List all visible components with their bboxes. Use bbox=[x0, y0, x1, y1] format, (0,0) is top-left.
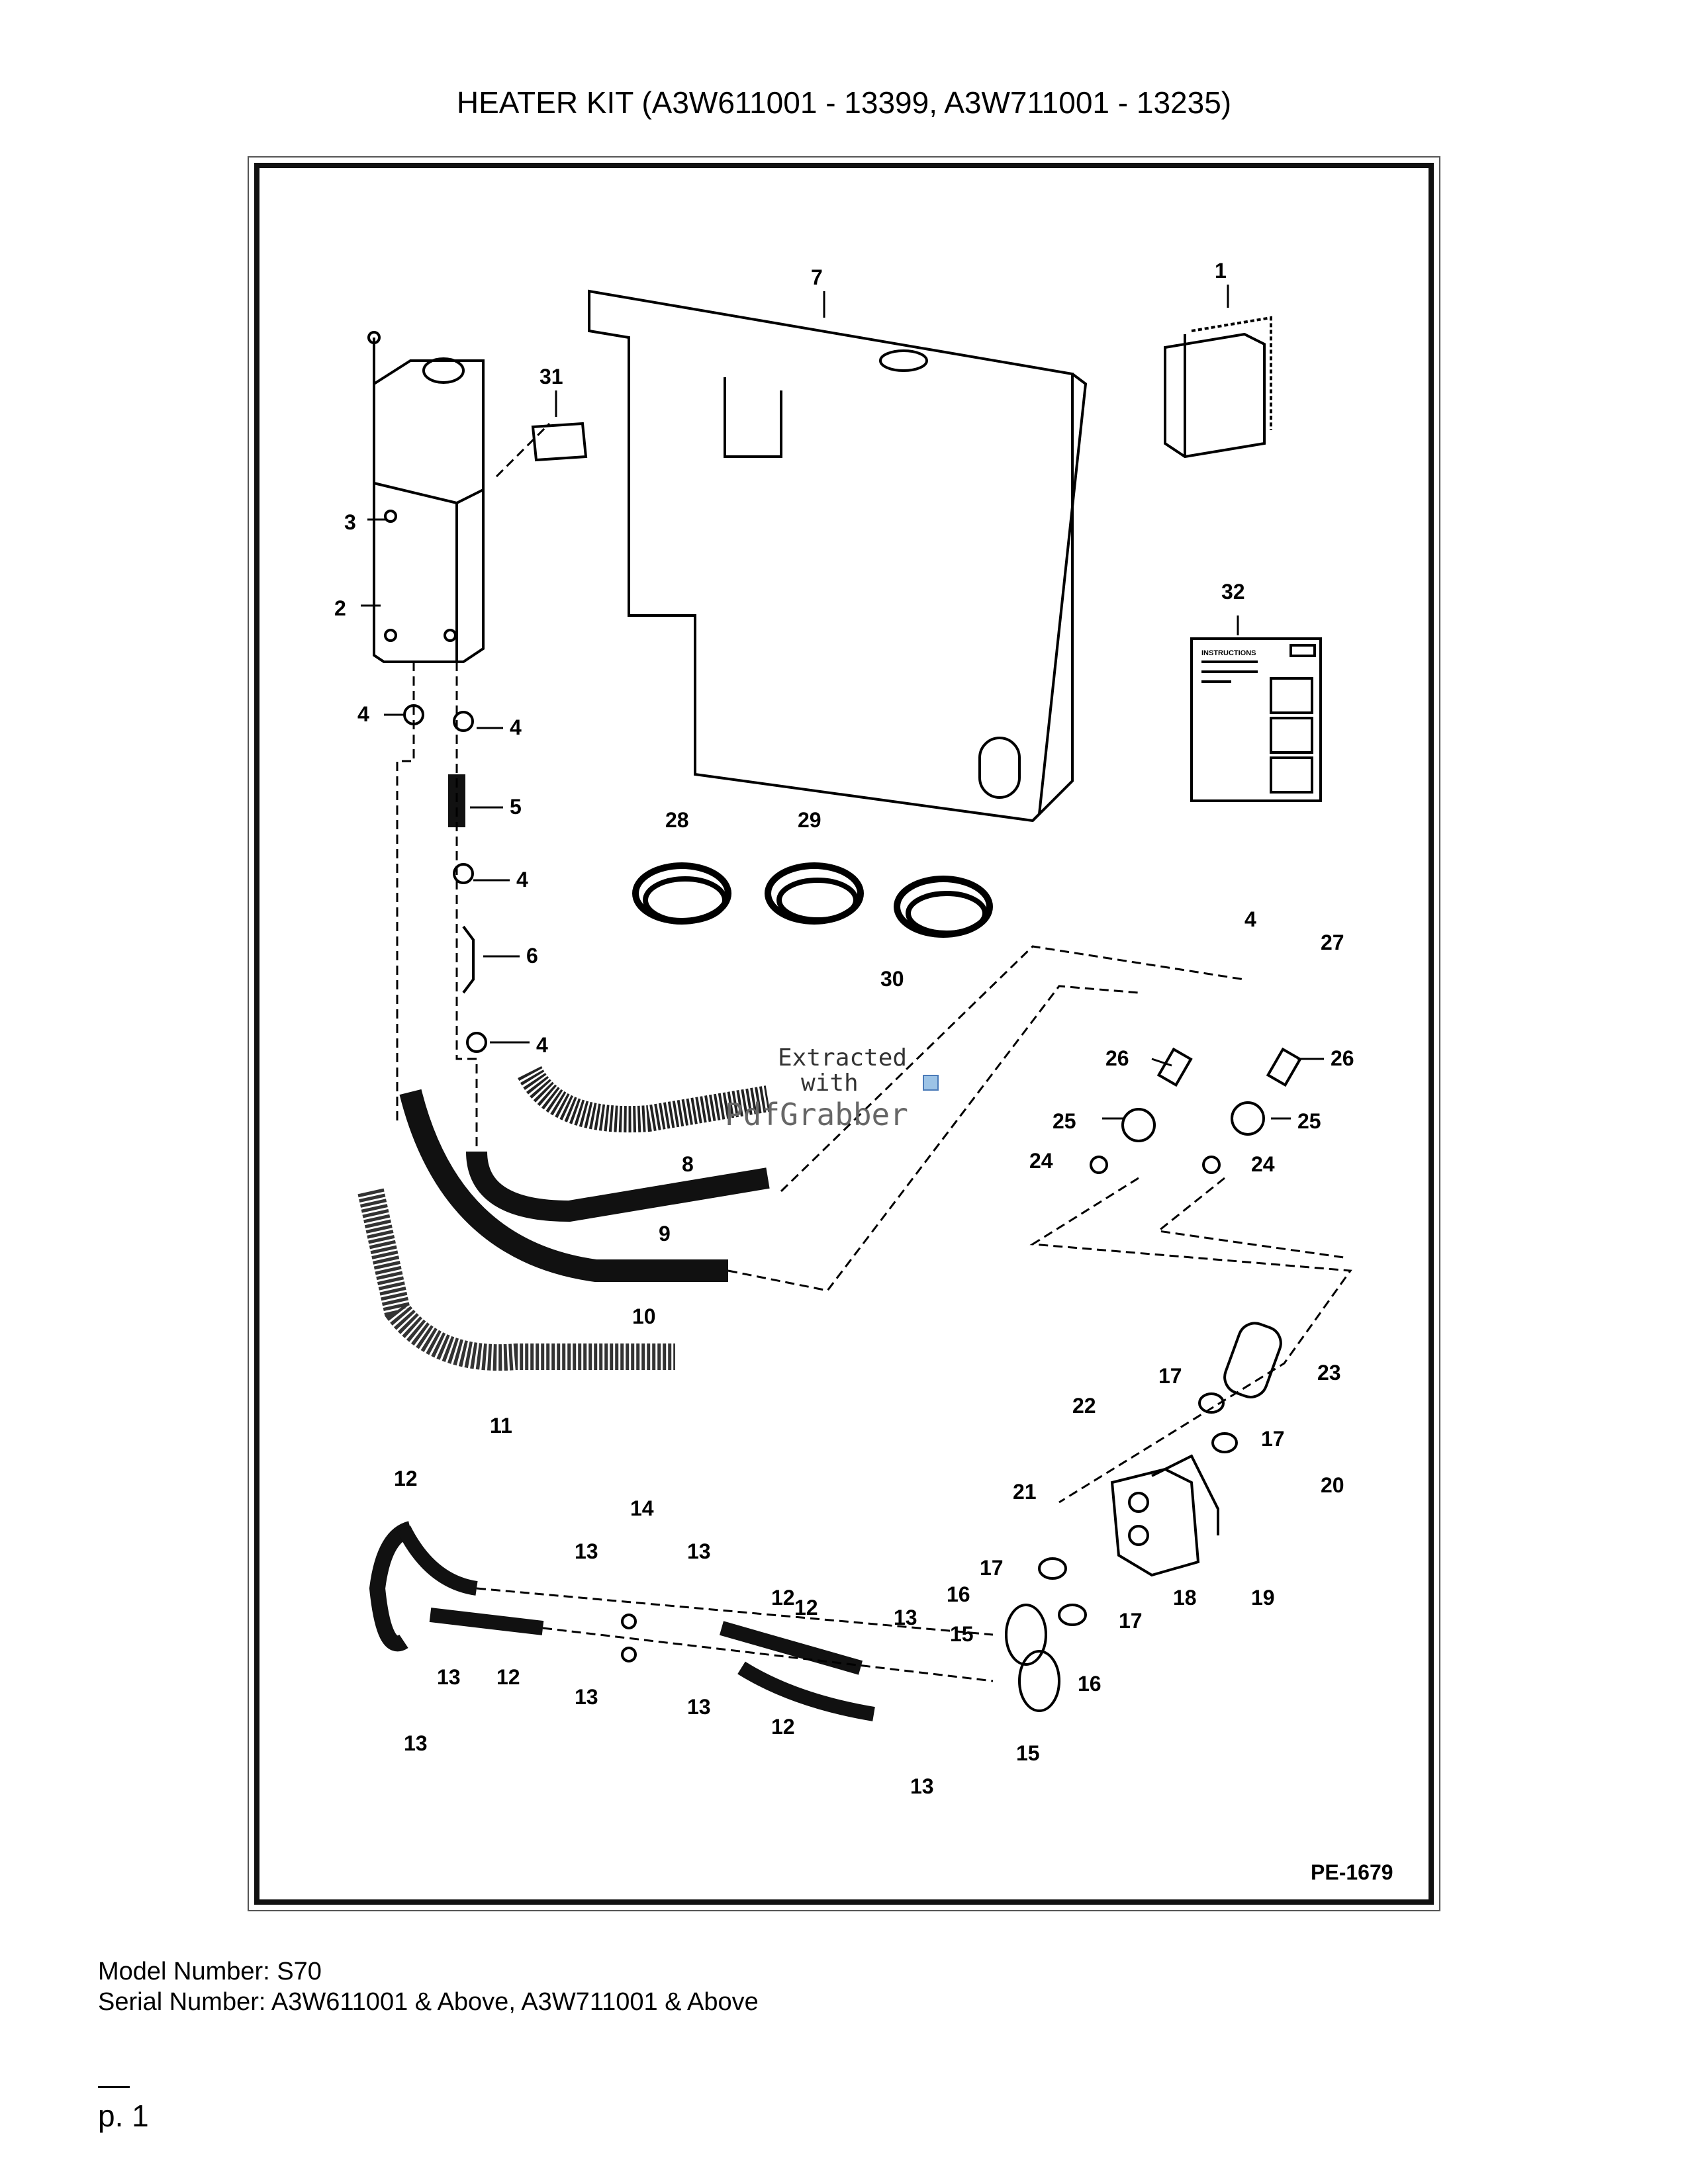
callout-label: 12 bbox=[771, 1586, 795, 1610]
callout-label: 26 bbox=[1105, 1046, 1129, 1070]
callout-label: 12 bbox=[394, 1467, 418, 1490]
callout-label: 25 bbox=[1297, 1109, 1321, 1133]
callout-label: 19 bbox=[1251, 1586, 1275, 1610]
callout-label: 14 bbox=[630, 1496, 654, 1520]
callout-label: 15 bbox=[950, 1622, 974, 1646]
callout-label: 12 bbox=[496, 1665, 520, 1689]
callout-label: 4 bbox=[536, 1033, 548, 1057]
callout-label: 27 bbox=[1321, 931, 1344, 954]
page-number: p. 1 bbox=[98, 2099, 149, 2133]
callout-label: 3 bbox=[344, 510, 356, 534]
diagram-frame bbox=[254, 163, 1434, 1905]
instruction-sheet-header: INSTRUCTIONS bbox=[1201, 649, 1256, 657]
callout-label: 13 bbox=[910, 1774, 934, 1798]
callout-label: 18 bbox=[1173, 1586, 1197, 1610]
callout-label: 1 bbox=[1215, 259, 1227, 283]
callout-label: 2 bbox=[334, 596, 346, 620]
callout-label: 4 bbox=[1244, 907, 1256, 931]
callout-label: 31 bbox=[539, 365, 563, 388]
callout-label: 20 bbox=[1321, 1473, 1344, 1497]
callout-label: 16 bbox=[947, 1582, 970, 1606]
callout-label: 12 bbox=[771, 1715, 795, 1739]
callout-label: 13 bbox=[687, 1695, 711, 1719]
callout-label: 4 bbox=[357, 702, 369, 726]
callout-label: 10 bbox=[632, 1304, 656, 1328]
callout-label: 17 bbox=[1158, 1364, 1182, 1388]
watermark-line1: Extracted bbox=[778, 1044, 907, 1071]
callout-label: 13 bbox=[687, 1539, 711, 1563]
callout-label: 29 bbox=[798, 808, 821, 832]
callout-label: 4 bbox=[510, 715, 522, 739]
watermark-line3: PdfGrabber bbox=[725, 1097, 908, 1132]
callout-label: 15 bbox=[1016, 1741, 1040, 1765]
callout-label: 16 bbox=[1078, 1672, 1102, 1696]
callout-label: 6 bbox=[526, 944, 538, 968]
panel-part bbox=[588, 289, 1074, 823]
callout-label: 24 bbox=[1251, 1152, 1275, 1176]
callout-label: 12 bbox=[794, 1596, 818, 1619]
callout-label: 13 bbox=[894, 1606, 917, 1629]
serial-number: Serial Number: A3W611001 & Above, A3W711… bbox=[98, 1988, 759, 2016]
watermark: Extracted with PdfGrabber bbox=[725, 1044, 939, 1132]
callout-label: 25 bbox=[1053, 1109, 1076, 1133]
filter-part bbox=[1164, 316, 1272, 459]
callout-label: 17 bbox=[980, 1556, 1004, 1580]
callout-label: 5 bbox=[510, 795, 522, 819]
callout-label: 17 bbox=[1261, 1427, 1285, 1451]
callout-label: 32 bbox=[1221, 580, 1245, 604]
model-number: Model Number: S70 bbox=[98, 1958, 322, 1985]
callout-label: 24 bbox=[1029, 1149, 1053, 1173]
callout-label: 9 bbox=[659, 1222, 671, 1246]
callout-label: 23 bbox=[1317, 1361, 1341, 1385]
page-title: HEATER KIT (A3W611001 - 13399, A3W711001… bbox=[456, 85, 1232, 120]
instruction-sheet bbox=[1190, 637, 1322, 802]
callout-label: 28 bbox=[665, 808, 689, 832]
figure-id: PE-1679 bbox=[1311, 1860, 1393, 1884]
callout-label: 13 bbox=[404, 1731, 428, 1755]
diagram-frame-outer bbox=[248, 156, 1440, 1911]
callout-label: 26 bbox=[1331, 1046, 1354, 1070]
callout-label: 13 bbox=[575, 1539, 598, 1563]
callout-label: 13 bbox=[575, 1685, 598, 1709]
heater-valve-part bbox=[367, 331, 485, 663]
callout-label: 8 bbox=[682, 1152, 694, 1176]
footer-rule bbox=[98, 2086, 130, 2088]
callout-label: 17 bbox=[1119, 1609, 1143, 1633]
callout-label: 7 bbox=[811, 265, 823, 289]
callout-label: 22 bbox=[1072, 1394, 1096, 1418]
callout-label: 21 bbox=[1013, 1480, 1037, 1504]
watermark-line2: with bbox=[801, 1069, 859, 1097]
callout-label: 4 bbox=[516, 868, 528, 891]
callout-label: 11 bbox=[490, 1414, 512, 1437]
callout-label: 13 bbox=[437, 1665, 461, 1689]
callout-label: 30 bbox=[880, 967, 904, 991]
